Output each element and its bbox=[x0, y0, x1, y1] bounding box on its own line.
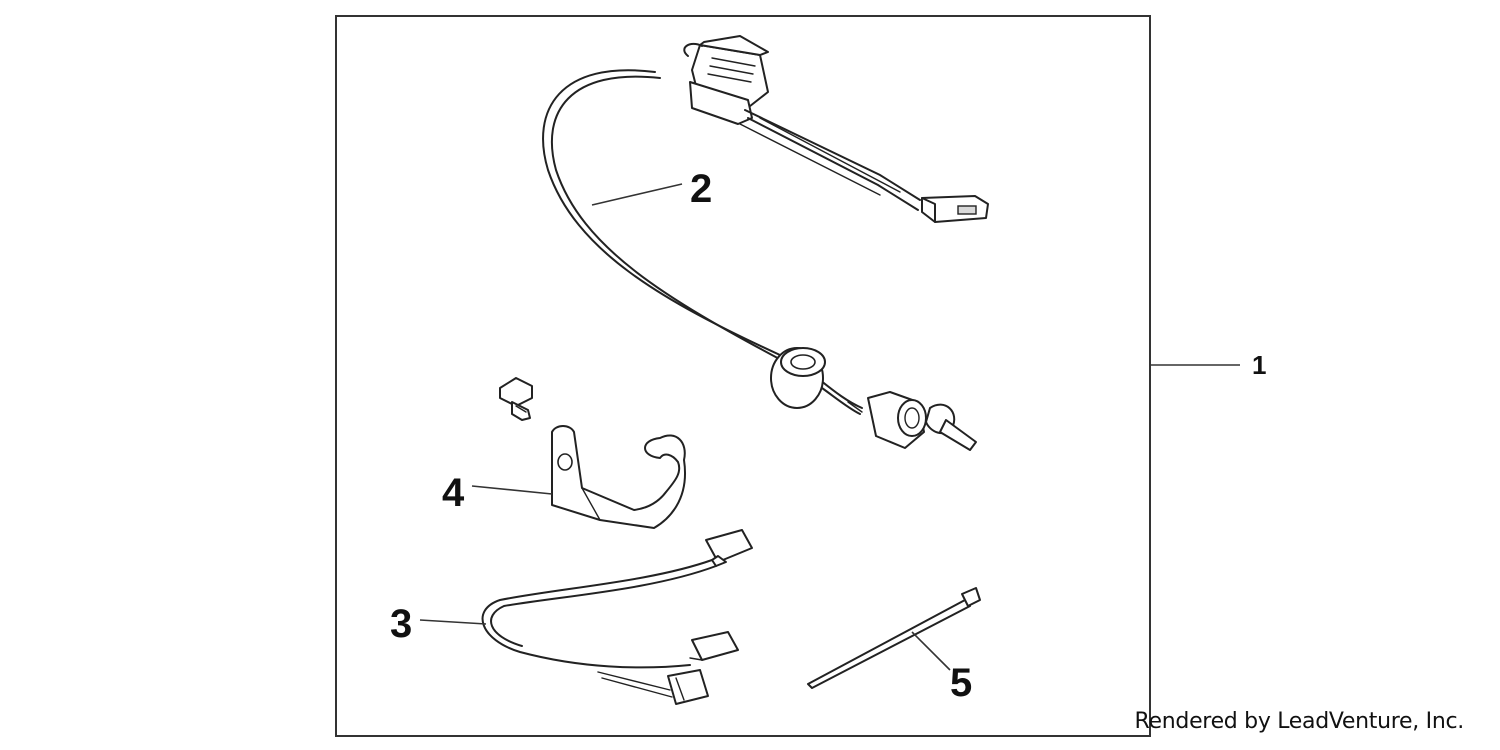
main-harness-part bbox=[542, 35, 989, 451]
callout-5: 5 bbox=[950, 661, 972, 705]
callout-3: 3 bbox=[390, 602, 412, 646]
callout-1: 1 bbox=[1252, 350, 1266, 380]
callout-4: 4 bbox=[442, 471, 465, 515]
leader-line-4 bbox=[471, 485, 553, 495]
cable-tie-part bbox=[807, 587, 981, 689]
leader-line-5 bbox=[911, 631, 951, 671]
leader-line-3 bbox=[419, 619, 487, 625]
credit-text: Rendered by LeadVenture, Inc. bbox=[1134, 709, 1465, 734]
leader-line-2 bbox=[591, 183, 683, 206]
bracket-part bbox=[499, 377, 686, 529]
sub-harness-part bbox=[481, 529, 753, 705]
kit-frame bbox=[335, 15, 1151, 737]
callout-2: 2 bbox=[690, 167, 712, 211]
